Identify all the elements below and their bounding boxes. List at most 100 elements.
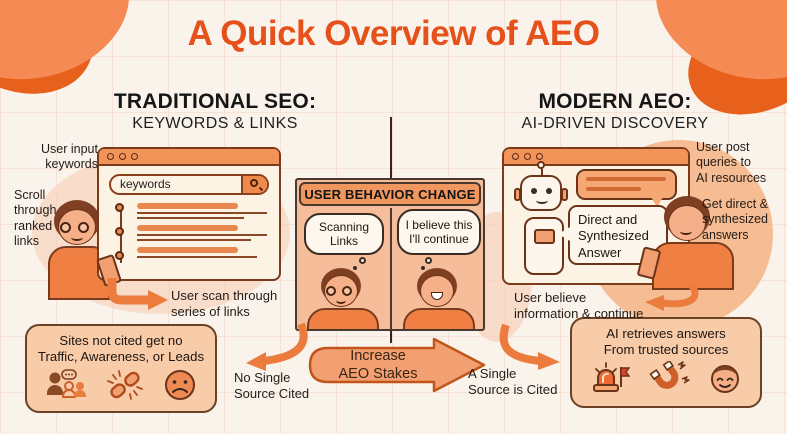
- glasses-icon: [342, 286, 352, 296]
- divider-line-top: [390, 117, 392, 178]
- box-title: Sites not cited get no Traffic, Awarenes…: [37, 333, 205, 364]
- sites-not-cited-box: Sites not cited get no Traffic, Awarenes…: [25, 324, 217, 413]
- result-bullet: [115, 251, 124, 260]
- search-input: keywords: [120, 177, 171, 191]
- panel-header: USER BEHAVIOR CHANGE: [299, 182, 481, 206]
- thought-bubble-scanning: Scanning Links: [304, 213, 384, 255]
- increase-aeo-label: Increase AEO Stakes: [338, 348, 418, 383]
- people-chat-icon: [47, 369, 86, 399]
- result-item: [137, 247, 267, 258]
- right-section-header: MODERN AEO: AI-DRIVEN DISCOVERY: [470, 90, 760, 133]
- smile: [336, 297, 346, 304]
- label-user-scan: User scan through series of links: [171, 288, 278, 319]
- page-title: A Quick Overview of AEO: [187, 14, 600, 53]
- person-torso: [48, 246, 110, 300]
- label-single-source: A Single Source is Cited: [468, 366, 558, 398]
- window-titlebar: [99, 149, 279, 166]
- search-results: [111, 203, 267, 273]
- box-title: AI retrieves answers From trusted source…: [603, 326, 729, 357]
- broken-link-icon: [107, 370, 143, 401]
- person-scanner: [307, 268, 379, 329]
- traditional-seo-heading: TRADITIONAL SEO:: [113, 90, 317, 113]
- result-title-bar: [137, 247, 239, 253]
- glasses-icon: [60, 222, 71, 233]
- result-bullet: [115, 203, 124, 212]
- person-scrolling: [48, 200, 110, 300]
- arrowhead: [246, 352, 266, 371]
- result-text-line: [137, 239, 252, 241]
- happy-face-icon: [711, 365, 739, 394]
- window-dot: [131, 153, 138, 160]
- robot-chest-panel: [534, 229, 555, 244]
- result-title-bar: [137, 203, 239, 209]
- result-text-line: [137, 217, 244, 219]
- robot-antenna: [541, 167, 543, 176]
- robot-ear: [561, 188, 568, 201]
- person-believer: [403, 268, 475, 329]
- glasses-icon: [326, 286, 336, 296]
- robot-head-icon: [514, 161, 568, 211]
- label-get-answers: Get direct & synthesized answers: [702, 197, 769, 242]
- window-titlebar: [504, 149, 688, 166]
- smile: [71, 234, 83, 241]
- sad-face-icon: [165, 370, 195, 401]
- search-button: [241, 176, 267, 193]
- person-face: [668, 205, 706, 241]
- robot-body: [524, 217, 564, 275]
- thought-trail: [353, 266, 357, 270]
- result-bullet: [115, 227, 124, 236]
- window-dot: [107, 153, 114, 160]
- search-bar: keywords: [109, 174, 269, 195]
- thought-trail: [425, 257, 432, 264]
- direct-answer-bubble: Direct and Synthesized Answer: [568, 205, 668, 265]
- window-dot: [512, 153, 519, 160]
- magnifier-icon: [250, 179, 258, 187]
- window-dot: [536, 153, 543, 160]
- window-dot: [524, 153, 531, 160]
- person-torso: [403, 308, 475, 329]
- result-text-line: [137, 212, 267, 214]
- thought-trail: [359, 257, 366, 264]
- left-section-header: TRADITIONAL SEO: KEYWORDS & LINKS: [70, 90, 360, 133]
- person-torso: [307, 308, 379, 329]
- result-text-line: [137, 234, 267, 236]
- smile: [680, 228, 692, 235]
- modern-aeo-subheading: AI-DRIVEN DISCOVERY: [521, 115, 709, 132]
- result-title-bar: [137, 225, 239, 231]
- label-user-believe: User believe information & continue: [514, 290, 644, 321]
- label-scroll: Scroll through ranked links: [14, 188, 57, 248]
- magnet-icon: [649, 361, 690, 389]
- result-text-line: [137, 256, 257, 258]
- result-item: [137, 203, 267, 219]
- siren-icon: [593, 362, 630, 393]
- label-user-input: User input keywords: [41, 142, 98, 172]
- robot-eye: [546, 188, 552, 194]
- user-behavior-panel: USER BEHAVIOR CHANGE Scanning Links I be…: [295, 178, 485, 331]
- result-item: [137, 225, 267, 241]
- message-line: [586, 187, 641, 191]
- bubble-tail: [651, 197, 663, 207]
- robot-eye: [531, 188, 537, 194]
- label-post-queries: User post queries to AI resources: [696, 140, 767, 185]
- window-dot: [119, 153, 126, 160]
- label-no-single-source: No Single Source Cited: [234, 370, 310, 401]
- person-mobile-user: [636, 196, 734, 290]
- smile: [431, 292, 443, 300]
- robot-ear: [514, 188, 521, 201]
- robot-antenna-dot: [537, 161, 545, 169]
- person-torso: [652, 242, 734, 290]
- modern-aeo-heading: MODERN AEO:: [538, 90, 692, 113]
- divider-line-bottom: [390, 331, 392, 343]
- ai-message-bubble: [576, 169, 677, 207]
- robot-smile: [536, 197, 548, 204]
- thought-trail: [421, 266, 425, 270]
- person-face: [420, 275, 454, 307]
- box-icon-row: [572, 361, 760, 395]
- bubble-tail: [558, 227, 570, 241]
- traditional-seo-subheading: KEYWORDS & LINKS: [132, 115, 298, 132]
- box-icon-row: [27, 368, 215, 402]
- ai-retrieves-box: AI retrieves answers From trusted source…: [570, 317, 762, 408]
- glasses-icon: [78, 222, 89, 233]
- panel-divider: [390, 208, 392, 329]
